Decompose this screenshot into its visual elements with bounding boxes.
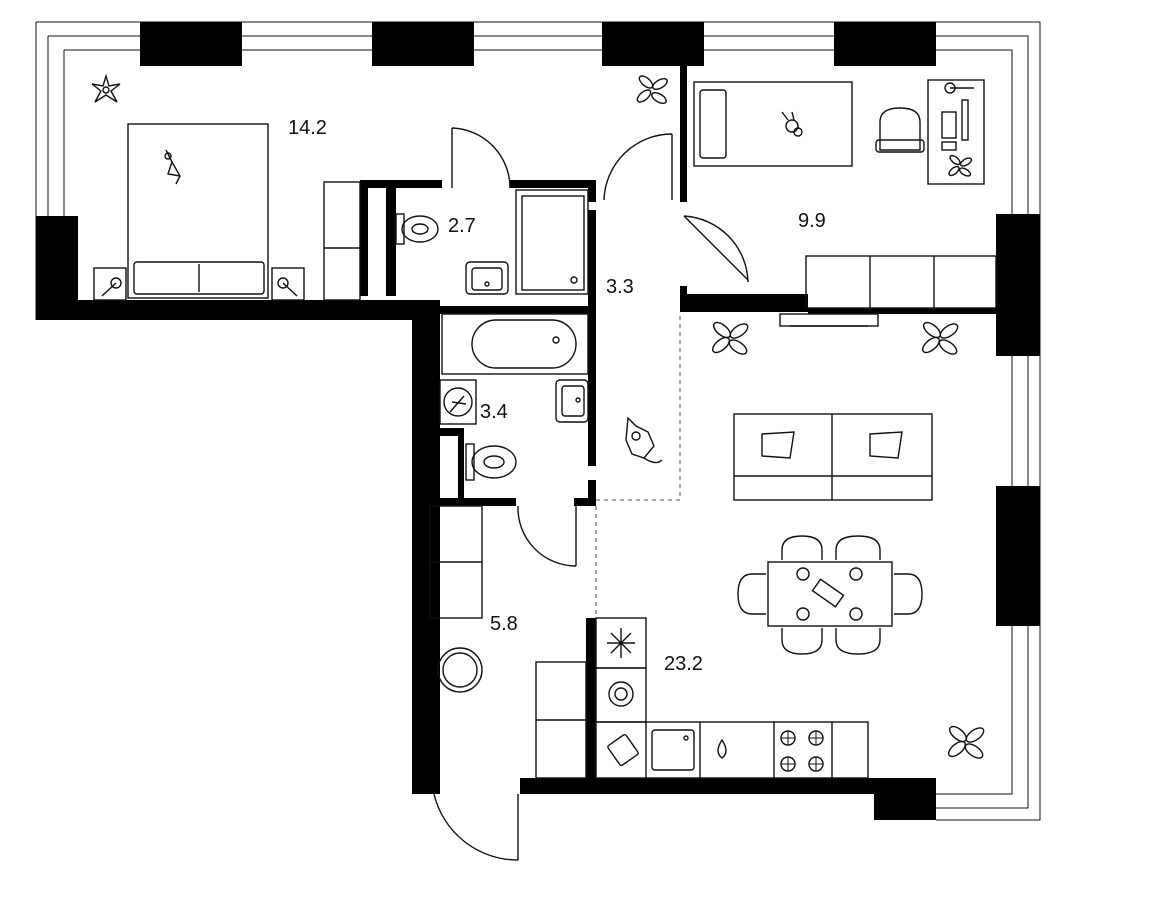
- wardrobe-icon: [535, 661, 587, 779]
- shower-icon: [515, 189, 589, 295]
- plant-icon: [91, 73, 121, 103]
- dining-table-icon: [767, 561, 893, 627]
- armchair-icon: [875, 107, 925, 153]
- room-area-corridor: 3.3: [606, 276, 634, 298]
- wardrobe-icon: [429, 505, 483, 619]
- cat-icon: [164, 149, 181, 185]
- hall: 5.8: [429, 505, 587, 779]
- toilet-icon: [465, 443, 517, 481]
- kids-room: 9.9: [693, 79, 997, 309]
- washbasin-icon: [555, 379, 589, 423]
- double-bed-icon: [127, 123, 269, 299]
- wardrobe-icon: [323, 181, 361, 301]
- wardrobe-icon: [805, 255, 997, 309]
- washbasin-icon: [465, 261, 509, 295]
- corridor: 3.3: [606, 276, 663, 464]
- sink-icon: [651, 729, 695, 771]
- round-mirror-icon: [437, 647, 483, 693]
- toilet-icon: [395, 213, 439, 245]
- interior-walls: [64, 62, 1000, 794]
- washing-machine-icon: [595, 667, 647, 723]
- bathtub-icon: [441, 313, 589, 375]
- tv-icon: [779, 313, 879, 327]
- desk-icon: [927, 79, 985, 185]
- washing-machine-icon: [607, 733, 639, 767]
- room-area-bathroom: 3.4: [480, 401, 508, 423]
- door-swing-icon: [433, 793, 519, 861]
- doors: [433, 127, 749, 861]
- sink-icon: [717, 738, 727, 759]
- toy-bunny-icon: [781, 111, 803, 137]
- room-area-wc: 2.7: [448, 215, 476, 237]
- nightstand-lamp-icon: [271, 267, 305, 301]
- plant-icon: [947, 725, 985, 759]
- nightstand-lamp-icon: [93, 267, 127, 301]
- facade-outline: [35, 21, 1041, 821]
- door-swing-icon: [683, 215, 749, 283]
- door-swing-icon: [451, 127, 511, 189]
- facade-piers: [36, 22, 1040, 820]
- cat-icon: [625, 416, 663, 464]
- corridor-zone-line: [596, 316, 681, 501]
- single-bed-icon: [693, 81, 853, 167]
- bathroom: 3.4: [439, 313, 589, 481]
- fridge-icon: [595, 617, 647, 669]
- living-kitchen: 23.2: [595, 313, 985, 779]
- room-area-hall: 5.8: [490, 613, 518, 635]
- room-area-bedroom: 14.2: [288, 117, 327, 139]
- wc-room: 2.7: [395, 189, 589, 295]
- plant-icon: [636, 75, 668, 104]
- room-area-kids: 9.9: [798, 210, 826, 232]
- door-swing-icon: [603, 133, 673, 201]
- room-area-living-kitchen: 23.2: [664, 653, 703, 675]
- plant-icon: [921, 321, 959, 355]
- plant-icon: [711, 321, 749, 355]
- chair-icon: [737, 535, 923, 655]
- sofa-icon: [733, 413, 933, 501]
- boiler-icon: [439, 379, 477, 425]
- cooktop-icon: [780, 730, 824, 772]
- plant-icon: [948, 154, 973, 177]
- door-swing-icon: [517, 505, 577, 567]
- kitchen-counter: [595, 721, 869, 779]
- bedroom: 14.2: [91, 73, 668, 301]
